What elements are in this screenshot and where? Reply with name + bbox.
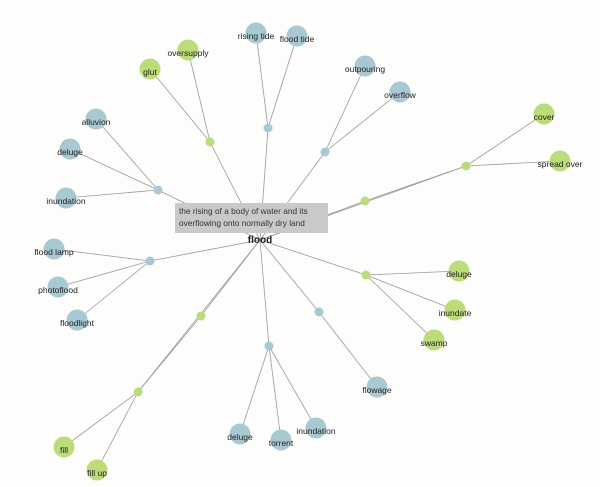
word-node-label[interactable]: flood tide (280, 34, 315, 44)
word-node[interactable] (86, 459, 108, 481)
edge-hub-to-leaf (76, 260, 151, 321)
word-node-label[interactable]: fill (60, 445, 68, 455)
word-node[interactable] (245, 22, 267, 44)
edge-hub-to-hub (137, 315, 202, 393)
edge-center-to-hub (259, 239, 367, 276)
synset-hub-node[interactable] (196, 311, 206, 321)
edge-center-to-hub (149, 239, 261, 262)
edge-hub-to-hub (364, 165, 467, 202)
synset-hub-node[interactable] (263, 123, 273, 133)
edge-hub-to-leaf (53, 248, 151, 262)
word-node-label[interactable]: inundate (439, 308, 472, 318)
center-word-label[interactable]: flood (248, 235, 272, 246)
edge-hub-to-leaf (318, 311, 378, 388)
word-node[interactable] (286, 25, 308, 47)
word-node[interactable] (389, 81, 411, 103)
word-node-label[interactable]: overflow (384, 90, 417, 100)
edge-hub-to-leaf (149, 68, 211, 143)
word-node-label[interactable]: spread over (538, 159, 583, 169)
word-node-label[interactable]: flood lamp (34, 247, 73, 257)
word-node[interactable] (354, 55, 376, 77)
synset-hub-node[interactable] (205, 137, 215, 147)
word-node-label[interactable]: flowage (362, 385, 392, 395)
word-node[interactable] (549, 150, 571, 172)
edge-hub-to-leaf (465, 160, 561, 167)
word-node[interactable] (229, 423, 251, 445)
word-node[interactable] (305, 417, 327, 439)
word-node-label[interactable]: outpouring (345, 64, 385, 74)
word-node[interactable] (366, 376, 388, 398)
word-node-label[interactable]: oversupply (167, 48, 209, 58)
edge-hub-to-leaf (255, 32, 269, 129)
synset-hub-node[interactable] (133, 387, 143, 397)
edge-center-to-hub (259, 239, 270, 347)
word-node[interactable] (423, 329, 445, 351)
word-node-label[interactable]: cover (534, 112, 555, 122)
edge-hub-to-leaf (324, 65, 366, 153)
edge-hub-to-leaf (365, 274, 435, 341)
word-node[interactable] (139, 58, 161, 80)
edge-hub-to-leaf (69, 148, 159, 191)
edge-hub-to-leaf (465, 113, 545, 167)
synset-hub-node[interactable] (320, 147, 330, 157)
word-node[interactable] (66, 309, 88, 331)
definition-gloss: the rising of a body of water and its ov… (175, 203, 328, 233)
edge-hub-to-leaf (96, 391, 139, 471)
word-node-label[interactable]: deluge (446, 269, 472, 279)
edge-center-to-hub (259, 239, 320, 313)
edge-hub-to-leaf (187, 49, 211, 143)
word-node-label[interactable]: torrent (269, 438, 294, 448)
edge-hub-to-leaf (268, 345, 282, 441)
edge-hub-to-leaf (239, 345, 270, 435)
word-node[interactable] (85, 108, 107, 130)
word-node[interactable] (53, 436, 75, 458)
word-node-label[interactable]: swamp (421, 338, 448, 348)
word-node-label[interactable]: glut (143, 67, 157, 77)
edge-hub-to-leaf (365, 270, 460, 276)
edge-hub-to-leaf (65, 189, 159, 199)
word-node[interactable] (270, 429, 292, 451)
edge-hub-to-leaf (365, 274, 456, 311)
word-node[interactable] (55, 187, 77, 209)
word-node-label[interactable]: photoflood (38, 285, 78, 295)
word-node-label[interactable]: inundation (296, 426, 336, 436)
word-node[interactable] (448, 260, 470, 282)
word-node-label[interactable]: alluvion (82, 117, 111, 127)
graph-nodes: oversupply glut rising tide flood tide outpo… (34, 22, 583, 481)
synset-hub-node[interactable] (361, 270, 371, 280)
synset-hub-node[interactable] (461, 161, 471, 171)
edge-hub-to-leaf (268, 345, 317, 429)
word-node[interactable] (533, 103, 555, 125)
synset-hub-node[interactable] (314, 307, 324, 317)
word-node-label[interactable]: deluge (57, 147, 83, 157)
word-node[interactable] (59, 138, 81, 160)
edge-hub-to-leaf (95, 118, 159, 191)
word-node-label[interactable]: floodlight (60, 318, 95, 328)
word-node[interactable] (43, 238, 65, 260)
synset-hub-node[interactable] (264, 341, 274, 351)
edge-hub-to-leaf (324, 91, 401, 153)
word-node-label[interactable]: deluge (227, 432, 253, 442)
synset-hub-node[interactable] (145, 256, 155, 266)
graph-edges (53, 32, 561, 471)
word-node[interactable] (177, 39, 199, 61)
word-node-label[interactable]: fill up (87, 468, 107, 478)
edge-center-to-hub (200, 239, 261, 317)
word-node-label[interactable]: rising tide (238, 31, 275, 41)
synset-hub-node[interactable] (153, 185, 163, 195)
word-node-label[interactable]: inundation (46, 196, 86, 206)
word-node[interactable] (444, 299, 466, 321)
word-node[interactable] (47, 276, 69, 298)
edge-hub-to-leaf (63, 391, 139, 448)
synset-hub-node[interactable] (360, 196, 370, 206)
edge-hub-to-leaf (267, 35, 298, 129)
edge-hub-to-leaf (57, 260, 151, 288)
